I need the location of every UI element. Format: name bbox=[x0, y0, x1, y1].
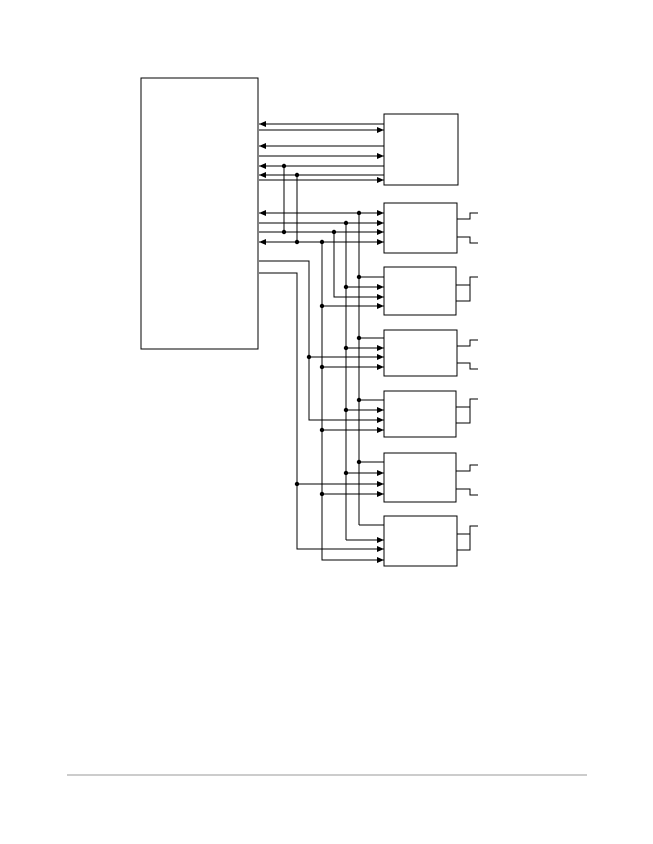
arrowhead-right bbox=[377, 470, 384, 476]
main-block bbox=[140, 77, 259, 350]
wire bbox=[456, 284, 471, 302]
junction-dot bbox=[356, 397, 362, 403]
junction-dot bbox=[356, 335, 362, 341]
arrowhead-right bbox=[377, 239, 384, 245]
wire bbox=[456, 488, 478, 496]
arrowhead-right bbox=[377, 546, 384, 552]
wire bbox=[457, 339, 478, 347]
arrowhead-right bbox=[377, 177, 384, 183]
arrowhead-right bbox=[377, 417, 384, 423]
footer-rule bbox=[67, 774, 587, 776]
wires bbox=[259, 123, 478, 561]
arrowhead-right bbox=[377, 557, 384, 563]
block-7 bbox=[383, 515, 458, 567]
block-5 bbox=[383, 390, 457, 438]
junction-dot bbox=[306, 354, 312, 360]
arrowhead-right bbox=[377, 364, 384, 370]
block-1 bbox=[383, 113, 459, 186]
arrowhead-right bbox=[377, 294, 384, 300]
arrowhead-left bbox=[259, 210, 266, 216]
wire bbox=[457, 212, 478, 220]
arrowheads bbox=[259, 121, 384, 563]
junction-dot bbox=[356, 459, 362, 465]
arrowhead-right bbox=[377, 220, 384, 226]
junction-dot bbox=[319, 427, 325, 433]
block-4 bbox=[383, 329, 458, 377]
arrowhead-right bbox=[377, 229, 384, 235]
junction-dot bbox=[331, 229, 337, 235]
junction-dot bbox=[343, 470, 349, 476]
arrowhead-right bbox=[377, 427, 384, 433]
junction-dot bbox=[343, 407, 349, 413]
junction-dot bbox=[356, 210, 362, 216]
arrowhead-right bbox=[377, 537, 384, 543]
junction-dot bbox=[294, 172, 300, 178]
junction-dot bbox=[356, 274, 362, 280]
arrowhead-left bbox=[259, 121, 266, 127]
arrowhead-left bbox=[259, 239, 266, 245]
junction-dot bbox=[343, 220, 349, 226]
junction-dot bbox=[294, 239, 300, 245]
wire bbox=[259, 260, 384, 421]
arrowhead-left bbox=[259, 172, 266, 178]
arrowhead-right bbox=[377, 127, 384, 133]
arrowhead-right bbox=[377, 345, 384, 351]
arrowhead-left bbox=[259, 163, 266, 169]
arrowhead-right bbox=[377, 481, 384, 487]
wire bbox=[457, 533, 471, 551]
wire bbox=[457, 362, 478, 370]
wire bbox=[259, 272, 384, 550]
junction-dot bbox=[319, 303, 325, 309]
wire bbox=[456, 464, 478, 472]
arrowhead-right bbox=[377, 284, 384, 290]
arrowhead-right bbox=[377, 153, 384, 159]
junction-dot bbox=[281, 163, 287, 169]
junction-dot bbox=[343, 345, 349, 351]
wire bbox=[469, 525, 478, 534]
block-3 bbox=[383, 266, 457, 316]
junction-dot bbox=[319, 239, 325, 245]
arrowhead-right bbox=[377, 491, 384, 497]
wire bbox=[469, 276, 478, 285]
arrowhead-right bbox=[377, 354, 384, 360]
arrowhead-right bbox=[377, 210, 384, 216]
wire bbox=[457, 236, 478, 244]
block-6 bbox=[383, 452, 457, 503]
junctions bbox=[281, 163, 362, 497]
arrowhead-right bbox=[377, 407, 384, 413]
block-2 bbox=[383, 202, 458, 254]
arrowhead-right bbox=[377, 303, 384, 309]
junction-dot bbox=[294, 481, 300, 487]
arrowhead-left bbox=[259, 143, 266, 149]
blocks bbox=[140, 77, 459, 567]
junction-dot bbox=[343, 284, 349, 290]
wire bbox=[321, 242, 384, 561]
junction-dot bbox=[319, 491, 325, 497]
wire bbox=[456, 406, 471, 424]
junction-dot bbox=[281, 229, 287, 235]
junction-dot bbox=[319, 364, 325, 370]
wire bbox=[333, 232, 384, 298]
wire bbox=[469, 398, 478, 407]
